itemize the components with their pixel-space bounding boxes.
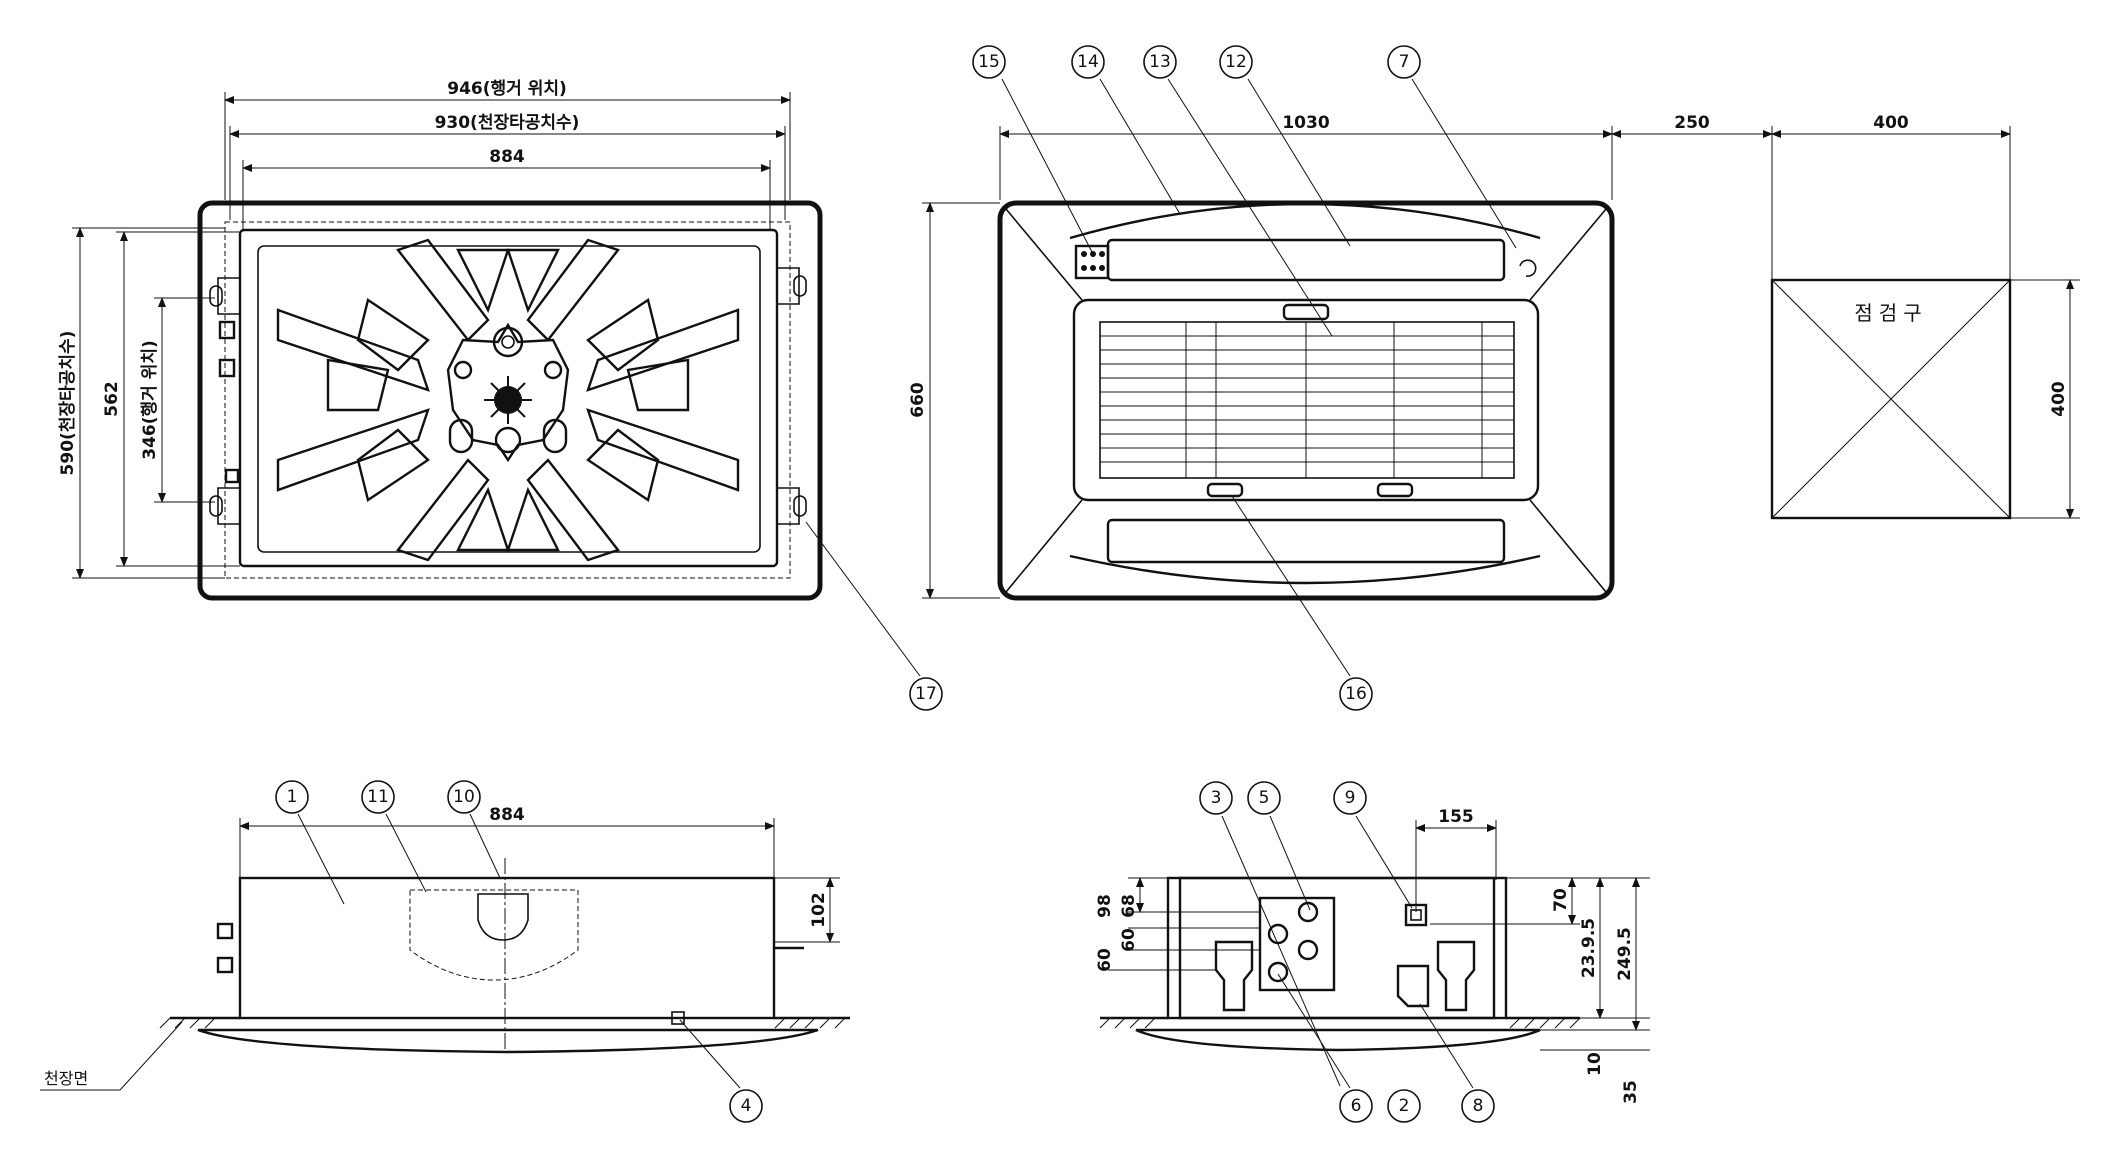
dim-body-depth: 562 (102, 381, 122, 417)
callout-6: 6 (1339, 1089, 1373, 1123)
dim-access-width: 400 (1873, 113, 1909, 133)
dim-98: 98 (1095, 894, 1115, 918)
svg-text:17: 17 (915, 684, 937, 704)
svg-text:10: 10 (453, 787, 475, 807)
unit-body (238, 228, 779, 568)
callout-9: 9 (1333, 781, 1367, 815)
callout-4: 4 (729, 1089, 763, 1123)
leader-lines (297, 78, 1517, 1089)
panel-view: 1030 250 660 (908, 113, 1773, 601)
dim-side-height: 102 (809, 892, 829, 928)
dim-panel-gap: 250 (1674, 113, 1710, 133)
fan-housing (276, 238, 740, 562)
svg-text:11: 11 (367, 787, 389, 807)
svg-text:13: 13 (1149, 52, 1171, 72)
dim-68: 68 (1119, 894, 1139, 918)
dim-60-upper: 60 (1119, 928, 1139, 952)
dim-access-height: 400 (2049, 381, 2069, 417)
dim-239-5: 23.9.5 (1579, 918, 1599, 978)
callouts: 15 14 13 12 7 17 16 1 11 10 4 3 5 9 6 2 … (275, 45, 1495, 1123)
callout-7: 7 (1387, 45, 1421, 79)
dim-side-width: 884 (489, 805, 525, 825)
dim-60-lower: 60 (1095, 948, 1115, 972)
grille-bars (1100, 322, 1514, 478)
dim-panel-height: 660 (908, 382, 928, 418)
svg-text:7: 7 (1399, 52, 1410, 72)
side-view: 884 102 천장면 (40, 805, 850, 1091)
panel-side (197, 1028, 819, 1054)
callout-10: 10 (447, 780, 481, 814)
callout-12: 12 (1219, 45, 1253, 79)
access-hole: 400 점검구 400 (1770, 113, 2080, 520)
svg-text:6: 6 (1351, 1096, 1362, 1116)
callout-13: 13 (1143, 45, 1177, 79)
panel-end (1135, 1028, 1541, 1052)
svg-text:5: 5 (1259, 788, 1270, 808)
svg-text:12: 12 (1225, 52, 1247, 72)
ceiling-surface-label: 천장면 (44, 1069, 88, 1088)
svg-text:14: 14 (1077, 52, 1099, 72)
swing-icon (1519, 259, 1537, 277)
callout-3: 3 (1199, 781, 1233, 815)
svg-text:1: 1 (287, 787, 298, 807)
dim-249-5: 249.5 (1615, 927, 1635, 981)
svg-text:4: 4 (741, 1096, 752, 1116)
hanger-brackets (209, 267, 807, 525)
svg-text:9: 9 (1345, 788, 1356, 808)
svg-text:16: 16 (1345, 684, 1367, 704)
top-view: 946(행거 위치) 930(천장타공치수) 884 590(천장타공치수) 5… (58, 79, 823, 601)
dim-70: 70 (1551, 888, 1571, 912)
suction-grille (1072, 298, 1540, 502)
dim-hanger-depth: 346(행거 위치) (140, 340, 160, 460)
lower-louver (1069, 554, 1541, 585)
upper-louver (1069, 202, 1541, 240)
access-hole-label: 점검구 (1854, 301, 1927, 325)
svg-text:3: 3 (1211, 788, 1222, 808)
callout-15: 15 (972, 45, 1006, 79)
svg-text:8: 8 (1473, 1096, 1484, 1116)
callout-2: 2 (1387, 1089, 1421, 1123)
dim-ceiling-opening-width: 930(천장타공치수) (435, 113, 580, 133)
callout-17: 17 (909, 677, 943, 711)
dim-body-width: 884 (489, 147, 525, 167)
callout-5: 5 (1247, 781, 1281, 815)
unit-body-end (1166, 876, 1508, 1020)
svg-text:2: 2 (1399, 1096, 1410, 1116)
callout-14: 14 (1071, 45, 1105, 79)
dim-10: 10 (1585, 1052, 1605, 1076)
dim-panel-width: 1030 (1282, 113, 1329, 133)
dim-155: 155 (1438, 807, 1474, 827)
unit-body-side (238, 876, 776, 1020)
svg-text:15: 15 (978, 52, 1000, 72)
callout-1: 1 (275, 780, 309, 814)
dim-ceiling-opening-depth: 590(천장타공치수) (58, 331, 78, 476)
callout-11: 11 (361, 780, 395, 814)
callout-16: 16 (1339, 677, 1373, 711)
callout-8: 8 (1461, 1089, 1495, 1123)
unit-outer-frame (197, 200, 823, 601)
dim-35: 35 (1621, 1080, 1641, 1104)
dim-hanger-position: 946(행거 위치) (447, 79, 567, 99)
end-view: 155 98 68 60 60 70 (1095, 807, 1650, 1104)
